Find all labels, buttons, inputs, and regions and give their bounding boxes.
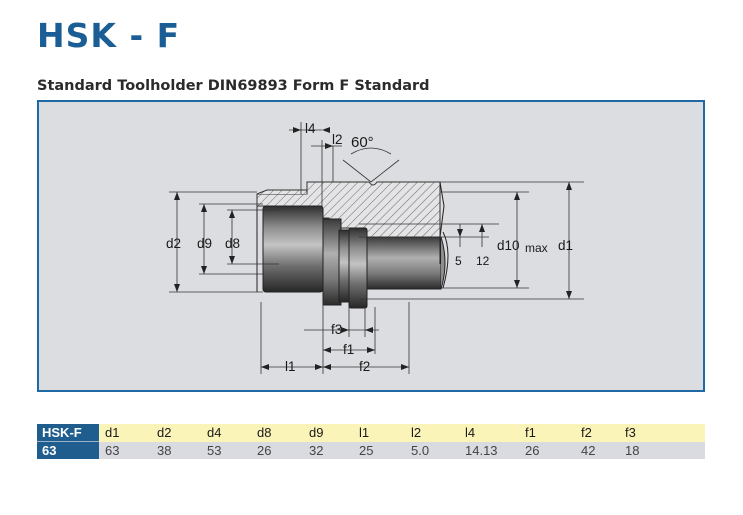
cell-d2: 38 — [151, 441, 201, 459]
table-row-header: HSK-F — [37, 424, 99, 442]
col-l1: l1 — [353, 424, 405, 442]
page-subtitle: Standard Toolholder DIN69893 Form F Stan… — [37, 78, 430, 94]
table-row: 63 63 38 53 26 32 25 5.0 14.13 26 42 18 — [37, 441, 705, 459]
page-title: HSK - F — [37, 16, 181, 55]
cell-d9: 32 — [303, 441, 353, 459]
toolholder-drawing-svg — [169, 122, 584, 374]
cell-d4: 53 — [201, 441, 251, 459]
cell-f3: 18 — [619, 441, 705, 459]
label-d8: d8 — [225, 236, 241, 251]
col-f3: f3 — [619, 424, 705, 442]
col-d8: d8 — [251, 424, 303, 442]
col-d1: d1 — [99, 424, 151, 442]
label-max: max — [525, 241, 548, 255]
dimension-arrows — [174, 127, 572, 370]
label-angle: 60° — [351, 134, 374, 151]
label-d1: d1 — [558, 238, 574, 253]
technical-drawing: l4 l2 60° d2 d9 d8 5 12 d10 max d1 f3 f1… — [37, 100, 705, 392]
shank-body — [262, 205, 446, 309]
col-f1: f1 — [519, 424, 575, 442]
col-f2: f2 — [575, 424, 619, 442]
col-d2: d2 — [151, 424, 201, 442]
col-l2: l2 — [405, 424, 459, 442]
cell-l1: 25 — [353, 441, 405, 459]
table-header-row: HSK-F d1 d2 d4 d8 d9 l1 l2 l4 f1 f2 f3 — [37, 424, 705, 442]
label-d10: d10 — [497, 238, 520, 253]
label-d9: d9 — [197, 236, 213, 251]
outline-lines — [256, 181, 449, 292]
cell-d8: 26 — [251, 441, 303, 459]
label-f1: f1 — [343, 342, 355, 357]
label-dim12: 12 — [476, 254, 490, 268]
label-d2: d2 — [166, 236, 182, 251]
label-l4: l4 — [305, 121, 316, 136]
col-d9: d9 — [303, 424, 353, 442]
label-f2: f2 — [359, 359, 371, 374]
cell-f1: 26 — [519, 441, 575, 459]
col-l4: l4 — [459, 424, 519, 442]
label-dim5: 5 — [455, 254, 462, 268]
label-l2: l2 — [332, 132, 343, 147]
label-l1: l1 — [285, 359, 296, 374]
row-label: 63 — [37, 441, 99, 459]
cell-l4: 14.13 — [459, 441, 519, 459]
label-f3: f3 — [331, 322, 343, 337]
cell-f2: 42 — [575, 441, 619, 459]
cell-l2: 5.0 — [405, 441, 459, 459]
col-d4: d4 — [201, 424, 251, 442]
dimension-table: HSK-F d1 d2 d4 d8 d9 l1 l2 l4 f1 f2 f3 6… — [37, 424, 705, 459]
cell-d1: 63 — [99, 441, 151, 459]
